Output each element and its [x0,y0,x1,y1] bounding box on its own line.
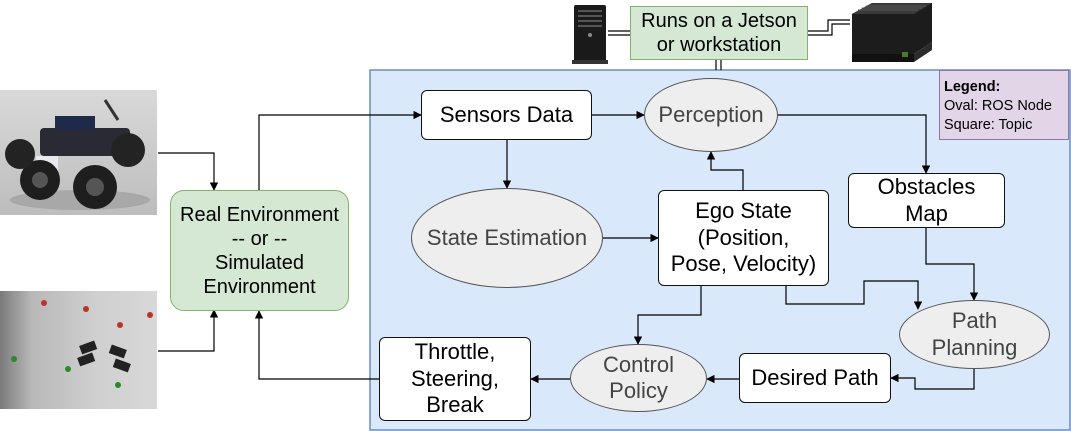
arrow-sim-to-env [158,309,219,352]
arrow-env-to-sensors [258,110,422,190]
arrow-perception-to-obstacles [778,114,931,174]
obstacles-map-topic: Obstacles Map [848,173,1005,228]
control-policy-node: Control Policy [570,344,707,412]
rc-car-photo [0,90,157,215]
legend-square: Square: Topic [944,116,1033,133]
rc-car-icon [5,99,150,210]
flow-arrows [158,110,979,390]
perception-node: Perception [644,78,778,152]
arrow-ego-to-control [633,286,702,345]
simulation-photo [0,291,157,409]
jetson-module-icon [852,3,932,62]
path-planning-node: Path Planning [899,300,1050,369]
arrow-path-to-desired [890,369,975,390]
throttle-steering-topic: Throttle, Steering, Break [379,337,531,421]
arrow-ego-to-perception [706,151,744,190]
simulation-scene-icon [11,300,153,388]
workstation-tower-icon [572,5,608,64]
arrow-ego-to-path [785,280,923,310]
environment-node: Real Environment -- or -- Simulated Envi… [170,190,349,311]
legend-oval: Oval: ROS Node [944,97,1052,114]
ego-state-topic: Ego State (Position, Pose, Velocity) [658,190,829,286]
legend-title: Legend: [944,79,1001,95]
arrow-obstacles-to-path [925,228,979,301]
hardware-connectors [608,19,850,70]
desired-path-topic: Desired Path [739,353,891,403]
arrow-car-to-env [158,152,219,191]
state-estimation-node: State Estimation [411,188,603,288]
legend: Legend: Oval: ROS Node Square: Topic [939,70,1069,140]
sensors-data-topic: Sensors Data [421,90,592,140]
arrow-throttle-to-env [254,310,379,380]
hardware-label: Runs on a Jetson or workstation [630,6,808,60]
